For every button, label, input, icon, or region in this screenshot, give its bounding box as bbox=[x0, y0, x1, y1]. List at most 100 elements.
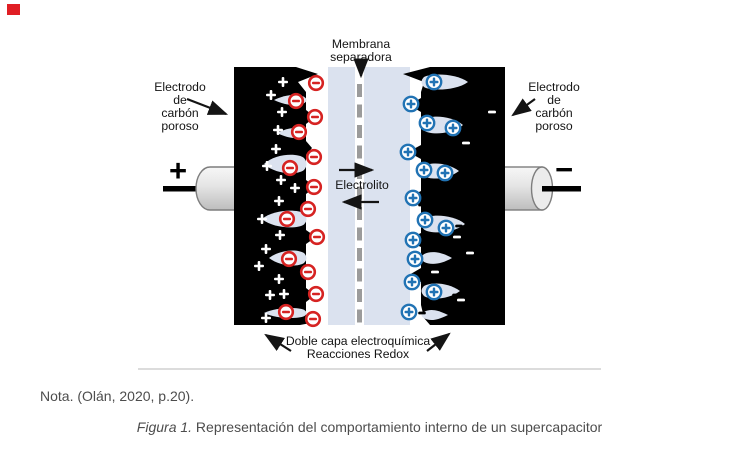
positive-ions-layer bbox=[399, 73, 462, 321]
note-citation: Nota. (Olán, 2020, p.20). bbox=[40, 388, 195, 404]
positive-ion bbox=[400, 303, 418, 321]
positive-ion bbox=[425, 73, 443, 91]
minus-charge-icon bbox=[462, 141, 470, 145]
minus-charge-icon bbox=[455, 224, 463, 228]
minus-charge-icon bbox=[444, 141, 452, 145]
positive-ion bbox=[418, 114, 436, 132]
minus-charge-icon bbox=[446, 212, 454, 216]
minus-charge-icon bbox=[418, 203, 426, 207]
plus-charge-icon bbox=[262, 161, 272, 171]
negative-ion bbox=[304, 310, 322, 328]
plus-charge-icon bbox=[273, 125, 283, 135]
negative-ion bbox=[290, 123, 308, 141]
supercapacitor-diagram: + − Membrana separadora Electrodo de car… bbox=[154, 37, 581, 361]
red-corner-mark bbox=[7, 4, 20, 15]
electrode-pore bbox=[421, 309, 448, 321]
double-layer-left-pointer-arrow bbox=[264, 333, 292, 352]
left-electrode-pointer-arrow bbox=[186, 97, 229, 116]
positive-ion bbox=[404, 189, 422, 207]
negative-ion bbox=[307, 74, 325, 92]
negative-ion bbox=[299, 263, 317, 281]
minus-charge-icon bbox=[418, 311, 426, 315]
left-electrode-label-line4: poroso bbox=[161, 119, 198, 133]
electrolyte-region bbox=[328, 67, 410, 325]
figure-caption: Figura 1. Representación del comportamie… bbox=[0, 419, 739, 435]
plus-charge-icon bbox=[261, 244, 271, 254]
left-electrode-label-line2: de bbox=[173, 93, 187, 107]
right-electrode-pointer-arrow bbox=[511, 98, 536, 117]
plus-charge-icon bbox=[278, 77, 288, 87]
right-electrode-label-line3: carbón bbox=[535, 106, 572, 120]
minus-charge-icon bbox=[456, 105, 464, 109]
figure-caption-number: Figura 1. bbox=[136, 419, 193, 435]
negative-ion bbox=[308, 228, 326, 246]
minus-charge-icon bbox=[488, 110, 496, 114]
right-electrode-label-line4: poroso bbox=[535, 119, 572, 133]
right-electrode-label-line2: de bbox=[547, 93, 561, 107]
right-surface-minus-charges-light-layer bbox=[431, 110, 496, 302]
plus-charge-icon bbox=[279, 289, 289, 299]
figure-caption-text: Representación del comportamiento intern… bbox=[192, 419, 603, 435]
minus-charge-icon bbox=[466, 251, 474, 255]
positive-ion bbox=[406, 250, 424, 268]
plus-charge-icon bbox=[277, 107, 287, 117]
negative-ion bbox=[305, 148, 323, 166]
left-terminal-cylinder bbox=[195, 166, 237, 211]
minus-terminal-icon: − bbox=[555, 152, 573, 187]
negative-ion bbox=[307, 285, 325, 303]
negative-ion bbox=[280, 250, 298, 268]
negative-ion bbox=[299, 200, 317, 218]
minus-charge-icon bbox=[457, 298, 465, 302]
plus-charge-icon bbox=[271, 144, 281, 154]
minus-charge-icon bbox=[426, 138, 434, 142]
minus-charge-icon bbox=[435, 303, 443, 307]
positive-ion bbox=[425, 283, 443, 301]
negative-ion bbox=[278, 210, 296, 228]
minus-charge-icon bbox=[437, 279, 445, 283]
minus-charge-icon bbox=[468, 83, 476, 87]
left-surface-plus-charges-layer bbox=[254, 77, 300, 323]
left-porous-carbon-electrode bbox=[234, 67, 318, 325]
positive-ion bbox=[402, 95, 420, 113]
positive-ion bbox=[403, 273, 421, 291]
minus-charge-icon bbox=[452, 293, 460, 297]
plus-charge-icon bbox=[266, 90, 276, 100]
positive-ion bbox=[415, 161, 433, 179]
positive-ion bbox=[399, 143, 417, 161]
double-layer-label-line1: Doble capa electroquímica bbox=[286, 334, 431, 348]
plus-charge-icon bbox=[254, 261, 264, 271]
minus-charge-icon bbox=[446, 261, 454, 265]
plus-charge-icon bbox=[257, 214, 267, 224]
plus-charge-icon bbox=[276, 175, 286, 185]
minus-charge-icon bbox=[443, 90, 451, 94]
double-layer-label-line2: Reacciones Redox bbox=[307, 347, 409, 361]
electrode-pore bbox=[421, 252, 452, 264]
plus-charge-icon bbox=[275, 230, 285, 240]
positive-ion bbox=[436, 164, 454, 182]
plus-charge-icon bbox=[274, 196, 284, 206]
double-layer-right-pointer-arrow bbox=[426, 332, 451, 352]
section-divider bbox=[138, 368, 601, 370]
right-surface-minus-charges-layer bbox=[418, 71, 476, 315]
positive-ion bbox=[416, 211, 434, 229]
positive-ion bbox=[404, 231, 422, 249]
plus-charge-icon bbox=[261, 313, 271, 323]
left-electrode-label-line3: carbón bbox=[161, 106, 198, 120]
electrolyte-label: Electrolito bbox=[335, 178, 389, 192]
negative-ion bbox=[287, 92, 305, 110]
minus-charge-icon bbox=[422, 276, 430, 280]
positive-ion bbox=[437, 219, 455, 237]
membrane-label-line1: Membrana bbox=[332, 37, 390, 51]
right-electrode-label-line1: Electrodo bbox=[528, 80, 580, 94]
minus-charge-icon bbox=[421, 104, 429, 108]
plus-charge-icon bbox=[290, 183, 300, 193]
left-electrode-label-line1: Electrodo bbox=[154, 80, 206, 94]
membrane-label-line2: separadora bbox=[330, 50, 392, 64]
negative-ion bbox=[281, 159, 299, 177]
right-terminal-wire bbox=[542, 186, 581, 192]
minus-charge-icon bbox=[431, 270, 439, 274]
plus-charge-icon bbox=[274, 274, 284, 284]
positive-ion bbox=[444, 119, 462, 137]
plus-charge-icon bbox=[265, 290, 275, 300]
